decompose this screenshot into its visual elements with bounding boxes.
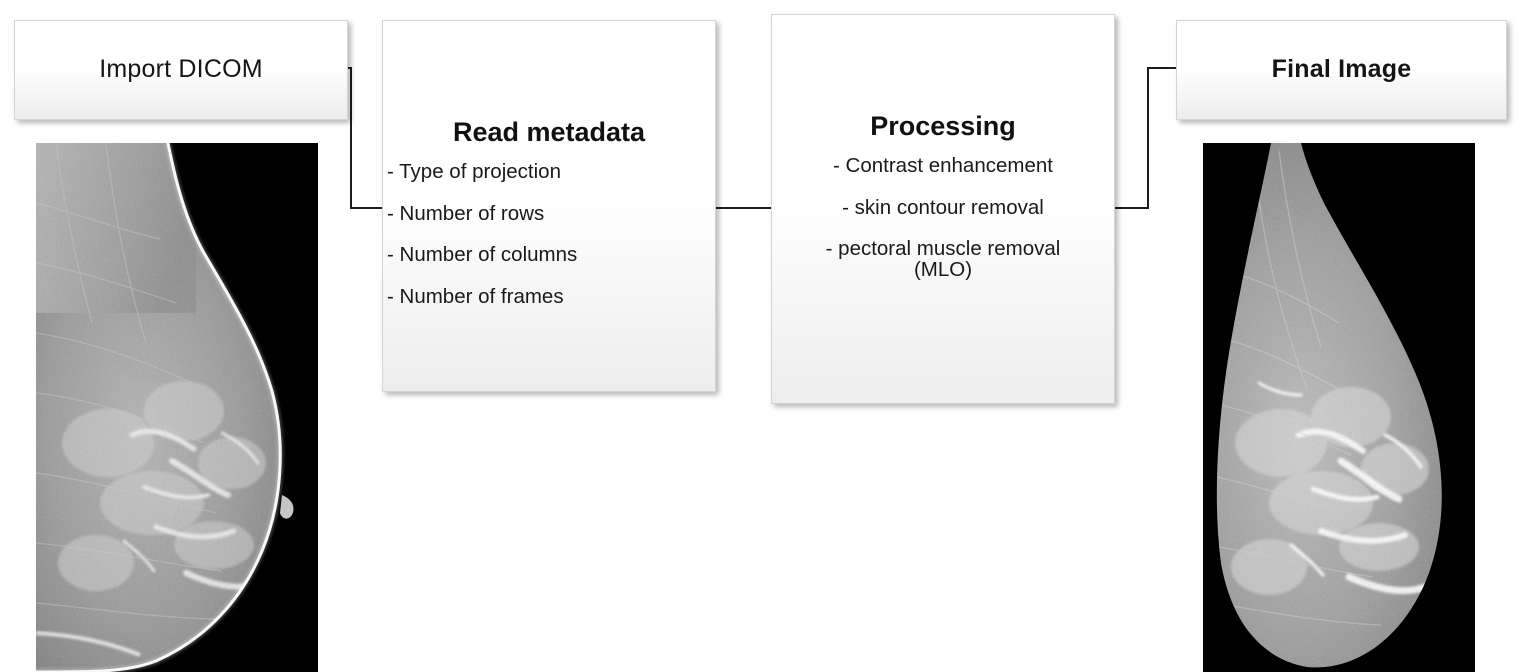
list-item: - Number of columns [387, 243, 578, 267]
node-read-metadata[interactable]: Read metadata - Type of projection - Num… [382, 20, 716, 392]
connector-final-vertical [1147, 67, 1149, 209]
list-item: - skin contour removal [842, 195, 1044, 219]
processed-mammogram [1203, 143, 1475, 672]
node-final-image-title: Final Image [1271, 55, 1412, 84]
node-processing-title: Processing [870, 111, 1016, 141]
list-item: - Number of rows [387, 201, 545, 225]
node-import-dicom-title: Import DICOM [99, 55, 263, 84]
list-item: - Number of frames [387, 284, 564, 308]
connector-read-metadata-to-processing [714, 207, 773, 209]
node-read-metadata-title: Read metadata [452, 117, 646, 147]
connector-processing-stub-horizontal [1113, 207, 1149, 209]
list-item: - Contrast enhancement [833, 154, 1053, 178]
read-metadata-bullet-list: - Type of projection - Number of rows - … [383, 162, 715, 307]
input-mammogram [36, 143, 318, 672]
connector-import-to-read-metadata [350, 207, 384, 209]
list-item: - Type of projection [387, 160, 561, 184]
node-final-image[interactable]: Final Image [1176, 20, 1507, 120]
list-item: - pectoral muscle removal (MLO) [825, 237, 1061, 281]
node-import-dicom[interactable]: Import DICOM [14, 20, 348, 120]
connector-final-to-box [1147, 67, 1179, 69]
connector-import-vertical [350, 67, 352, 209]
processing-bullet-list: - Contrast enhancement - skin contour re… [772, 156, 1114, 280]
node-processing[interactable]: Processing - Contrast enhancement - skin… [771, 14, 1115, 404]
